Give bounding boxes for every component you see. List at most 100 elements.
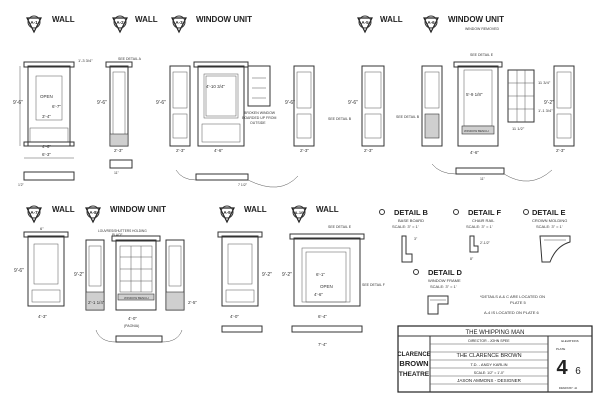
marker-a10: A-10: [295, 210, 304, 215]
elevation-a5: 9'-6" 2'-3" SEE DETAIL B: [348, 65, 420, 153]
detail-f-sub2: SCALE: 3" = 1': [466, 224, 493, 229]
detail-e-title: DETAIL E: [532, 208, 565, 217]
note-broken-1: BROKEN WINDOW: [244, 111, 276, 115]
heading-wall-a1: WALL: [52, 15, 75, 24]
dim-a6-h1134: 11 3/4": [538, 80, 551, 85]
marker-a6: A-6: [427, 20, 435, 25]
heading-window-a3: WINDOW UNIT: [196, 15, 252, 24]
marker-a3: A-3: [175, 20, 183, 25]
detail-f-dim2: 8": [470, 257, 474, 261]
dim-a1-w63: 6'-3": [42, 152, 51, 157]
header-a7: A-7 WALL: [26, 205, 75, 224]
tb-plate-number: 4: [556, 357, 568, 379]
detail-b: DETAIL B BASE BOARD SCALE: 3" = 1' 3": [379, 208, 428, 263]
heading-window-a6: WINDOW UNIT: [448, 15, 504, 24]
heading-wall-a7: WALL: [52, 205, 75, 214]
dim-a6-w46: 4'-6": [470, 150, 479, 155]
header-a2: A-2 WALL: [112, 15, 158, 34]
dim-a3-w46: 4'-6": [214, 148, 223, 153]
note-louvres: LOUVRES/SHUTTERS HOLDING: [98, 229, 147, 233]
detail-e: DETAIL E CROWN MOLDING SCALE: 3" = 1': [523, 208, 571, 263]
dim-a7-w: 4'-3": [38, 314, 47, 319]
plate-notes: *DETAILS A & C ARE LOCATED ON PLATE 5 A-…: [480, 294, 545, 315]
marker-a2: A-2: [116, 20, 124, 25]
note-details-ac: *DETAILS A & C ARE LOCATED ON: [480, 294, 545, 299]
dim-a6-h1112: 11 1/2": [512, 126, 525, 131]
note-window-removed: WINDOW REMOVED: [465, 27, 499, 31]
dim-a3-plan: 7 1/2": [238, 183, 248, 187]
tb-logo-2: BROWN: [399, 359, 428, 368]
heading-wall-a10: WALL: [316, 205, 339, 214]
dim-a5-w: 2'-3": [364, 148, 373, 153]
marker-a1: A-1: [30, 20, 38, 25]
dim-a8-h: 9'-2": [74, 272, 84, 278]
tb-designer: JASON AMMONS - DESIGNER: [457, 378, 522, 383]
label-open-a10: OPEN: [320, 284, 333, 289]
marker-a5: A-5: [361, 20, 369, 25]
note-ex: (PAONIA): [124, 324, 139, 328]
dim-a3-h2: 9'-6": [285, 100, 295, 106]
elevation-a8: LOUVRES/SHUTTERS HOLDING PLACE 9'-2" WIN…: [74, 229, 197, 343]
dim-a6-w23: 2'-3": [556, 148, 565, 153]
tb-theatre: THE CLARENCE BROWN: [456, 353, 521, 359]
dim-a7-h: 9'-6": [14, 268, 24, 274]
detail-f: DETAIL F CHAIR RAIL SCALE: 3" = 1' 2'-1/…: [453, 208, 501, 261]
tb-show: THE WHIPPING MAN: [465, 330, 524, 336]
dim-a8-h214: 2'-1 1/4": [88, 300, 105, 305]
dim-a9-h: 9'-2": [262, 272, 272, 278]
header-a3: A-3 WINDOW UNIT: [171, 15, 252, 34]
dim-a1-w46: 4'-6": [42, 144, 51, 149]
note-broken-3: OUTSIDE: [250, 121, 266, 125]
tb-drawn: DRAWN BY: JA: [559, 386, 577, 390]
note-louvres-2: PLACE: [112, 233, 122, 237]
dim-a8-h25: 2'-5": [188, 300, 197, 305]
elevation-a9: 9'-2" 4'-0": [217, 231, 272, 333]
dim-a9-w: 4'-0": [230, 314, 239, 319]
marker-a9: A-9: [223, 210, 231, 215]
dim-a5-h: 9'-6": [348, 100, 358, 106]
note-see-detail-b-a5: SEE DETAIL B: [396, 115, 420, 119]
detail-d: DETAIL D WINDOW FRAME SCALE: 3" = 1': [413, 268, 462, 315]
header-a10: A-10 WALL: [291, 205, 339, 224]
note-window-bench-a6: WINDOW BENCH: [464, 129, 489, 133]
note-see-detail-a6: SEE DETAIL E: [470, 53, 494, 57]
detail-b-title: DETAIL B: [394, 208, 428, 217]
dim-a8-w40: 4'-0": [128, 316, 137, 321]
heading-wall-a2: WALL: [135, 15, 158, 24]
dim-a1-h: 9'-6": [13, 100, 23, 106]
dim-a10-h: 9'-2": [282, 272, 292, 278]
note-details-ac-2: PLATE 5: [510, 300, 526, 305]
dim-a1-h67: 6'-7": [52, 104, 61, 109]
tb-director: DIRECTOR - JOHN SPEE: [468, 339, 510, 343]
header-a9: A-9 WALL: [219, 205, 267, 224]
tb-td: T.D. - ANDY KARLIN: [470, 362, 507, 367]
header-a8: A-8 WINDOW UNIT: [85, 205, 166, 224]
detail-b-sub1: BASE BOARD: [398, 218, 424, 223]
note-see-detail-e-a10: SEE DETAIL E: [328, 225, 352, 229]
marker-a8: A-8: [89, 210, 97, 215]
dim-a2-w: 2'-3": [114, 148, 123, 153]
detail-d-title: DETAIL D: [428, 268, 462, 277]
dim-a6-h112: 1'-1 3/4": [538, 108, 553, 113]
elevation-a3: 4'-10 3/4" 9'-6" 2'-3" 4'-6" BROKEN WIND…: [156, 61, 352, 188]
dim-a2-h: 9'-6": [97, 100, 107, 106]
note-a4: A-4 IS LOCATED ON PLATE 6: [484, 310, 540, 315]
dim-a6-h: 9'-2": [544, 100, 554, 106]
note-see-detail-f: SEE DETAIL F: [362, 283, 385, 287]
heading-wall-a9: WALL: [244, 205, 267, 214]
heading-wall-a5: WALL: [380, 15, 403, 24]
tb-elevations: ELEVATIONS: [561, 339, 578, 343]
elevation-a1: OPEN 9'-6" 6'-7" 3'-4" 4'-6" 6'-3" 1'-3 …: [13, 58, 93, 187]
dim-a6-h59: 5'-9 1/8": [466, 92, 483, 97]
note-see-detail-b-a3: SEE DETAIL B: [328, 117, 352, 121]
dim-a10-h61: 6'-1": [316, 272, 325, 277]
dim-a10-w46: 4'-6": [314, 292, 323, 297]
detail-f-dim1: 2'-1/2": [480, 241, 491, 245]
tb-plate-of: 6: [575, 366, 581, 377]
dim-a3-w23b: 2'-3": [300, 148, 309, 153]
dim-a10-w74: 7'-4": [318, 342, 327, 347]
elevation-a6: SEE DETAIL E WINDOW BENCH 5'-9 1/8" 4'-6…: [421, 53, 575, 182]
detail-d-sub2: SCALE: 3" = 1': [430, 284, 457, 289]
detail-d-sub1: WINDOW FRAME: [428, 278, 461, 283]
